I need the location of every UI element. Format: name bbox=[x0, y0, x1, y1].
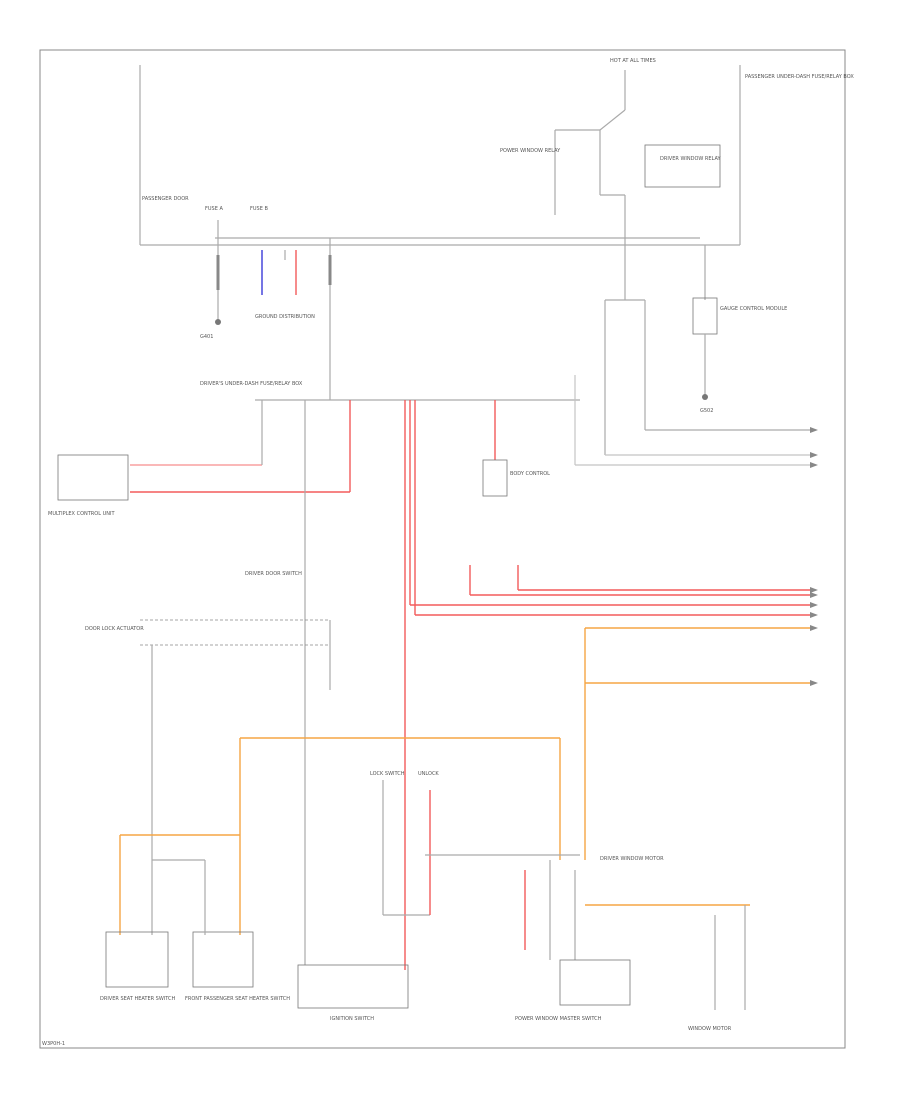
gauge-label: GAUGE CONTROL MODULE bbox=[720, 306, 787, 312]
door-lock-label: DOOR LOCK ACTUATOR bbox=[85, 626, 144, 632]
driver-seat-heater-switch bbox=[105, 931, 169, 988]
power-window-relay: POWER WINDOW RELAY DRIVER WINDOW RELAY bbox=[500, 70, 721, 230]
unlock-label: UNLOCK bbox=[418, 771, 439, 777]
fuse-box-label: PASSENGER UNDER-DASH FUSE/RELAY BOX bbox=[745, 74, 854, 80]
fuse-relay-box: PASSENGER DOOR FUSE A FUSE B HOT AT ALL … bbox=[139, 58, 854, 246]
g502-label: G502 bbox=[700, 408, 713, 414]
relay-label: POWER WINDOW RELAY bbox=[500, 148, 561, 154]
mcu-label: MULTIPLEX CONTROL UNIT bbox=[48, 511, 115, 517]
fuse-a-label: FUSE A bbox=[205, 206, 223, 212]
driver-door-switch-label: DRIVER DOOR SWITCH bbox=[245, 571, 302, 577]
driver-relay-label: DRIVER WINDOW RELAY bbox=[660, 156, 721, 162]
body-control-label: BODY CONTROL bbox=[510, 471, 550, 477]
front-passenger-label: FRONT PASSENGER SEAT HEATER SWITCH bbox=[185, 996, 290, 1002]
fuse-b-label: FUSE B bbox=[250, 206, 268, 212]
right-connectors bbox=[810, 427, 818, 686]
lock-switch-label: LOCK SWITCH bbox=[370, 771, 405, 777]
driver-seat-label: DRIVER SEAT HEATER SWITCH bbox=[100, 996, 176, 1002]
junction-label: DRIVER'S UNDER-DASH FUSE/RELAY BOX bbox=[200, 381, 303, 387]
front-passenger-seat-heater bbox=[192, 931, 254, 988]
pw-master-label: POWER WINDOW MASTER SWITCH bbox=[515, 1016, 602, 1022]
driver-window-motor-label: DRIVER WINDOW MOTOR bbox=[600, 856, 664, 862]
g401-label: G401 bbox=[200, 334, 213, 340]
footer-code: W3P0H-1 bbox=[42, 1041, 65, 1047]
ignition-label: IGNITION SWITCH bbox=[330, 1016, 374, 1022]
box-label: PASSENGER DOOR bbox=[142, 196, 189, 202]
window-motor-label: WINDOW MOTOR bbox=[688, 1026, 732, 1032]
ground-dist-label: GROUND DISTRIBUTION bbox=[255, 314, 315, 320]
ignition-switch bbox=[297, 964, 409, 1009]
hot-label: HOT AT ALL TIMES bbox=[610, 58, 656, 64]
multiplex-control-unit bbox=[57, 454, 129, 501]
diagram-frame bbox=[39, 49, 846, 1049]
